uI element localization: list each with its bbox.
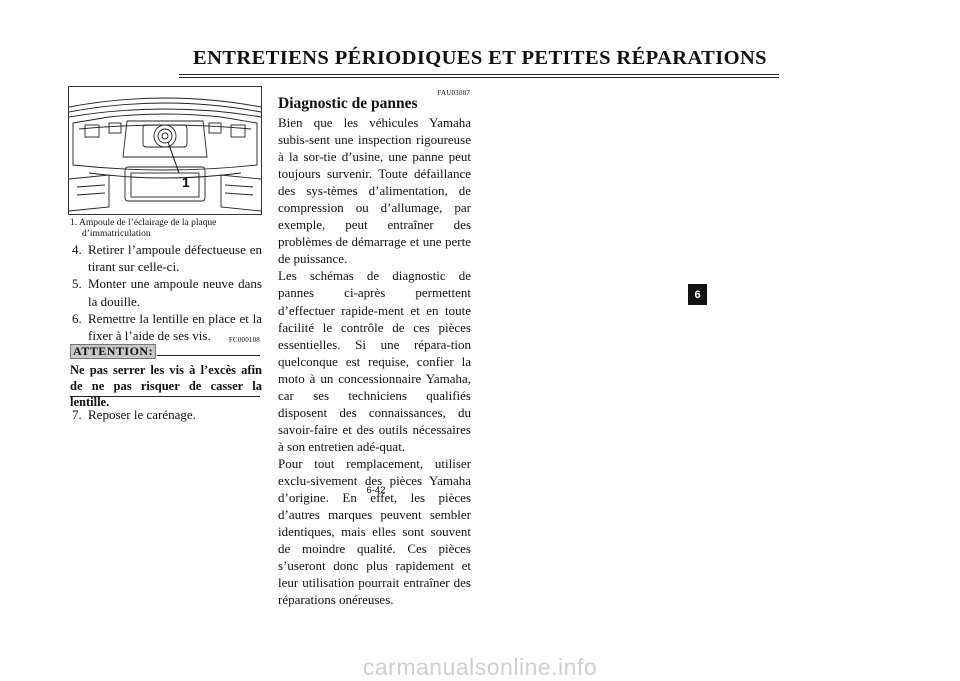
rear-fender-drawing: 1 (69, 97, 261, 212)
step-number: 7. (72, 407, 82, 422)
watermark: carmanualsonline.info (362, 654, 598, 680)
paragraph: Bien que les véhicules Yamaha subis-sent… (278, 115, 471, 267)
step-item: 6. Remettre la lentille en place et la f… (72, 310, 262, 344)
caution-rule (157, 355, 260, 356)
caution-bottom-rule (70, 396, 260, 397)
caption-line-1: 1. Ampoule de l’éclairage de la plaque (70, 218, 217, 228)
section-title: Diagnostic de pannes (278, 95, 418, 112)
figure-caption: 1. Ampoule de l’éclairage de la plaque d… (70, 218, 265, 240)
step-text: Reposer le carénage. (88, 407, 196, 422)
page-header-title: ENTRETIENS PÉRIODIQUES ET PETITES RÉPARA… (193, 47, 767, 69)
callout-number: 1 (182, 174, 190, 190)
step-number: 5. (72, 276, 82, 292)
caution-label: ATTENTION: (70, 344, 156, 359)
section-body: Bien que les véhicules Yamaha subis-sent… (278, 114, 471, 608)
step-text: Monter une ampoule neuve dans la douille… (88, 276, 262, 309)
step-item: 4. Retirer l’ampoule défectueuse en tira… (72, 241, 262, 275)
step-number: 6. (72, 310, 82, 326)
chapter-tab: 6 (688, 284, 707, 305)
paragraph: Les schémas de diagnostic de pannes ci-a… (278, 268, 471, 454)
header-rule (179, 74, 779, 75)
step-number: 4. (72, 242, 82, 257)
caution-text: Ne pas serrer les vis à l’excès afin de … (70, 363, 262, 409)
caption-line-2: d’immatriculation (82, 229, 151, 239)
section-code: FAU03087 (437, 89, 470, 97)
step-text: Remettre la lentille en place et la fixe… (88, 310, 262, 344)
steps-list: 4. Retirer l’ampoule défectueuse en tira… (72, 241, 262, 344)
page-number: 6-42 (366, 485, 386, 496)
paragraph: Pour tout remplacement, utiliser exclu-s… (278, 455, 471, 608)
caution-code: FC000108 (228, 336, 260, 344)
step-item: 5. Monter une ampoule neuve dans la doui… (72, 275, 262, 309)
license-plate-light-illustration: 1 (68, 86, 262, 215)
step-item: 7. Reposer le carénage. (72, 406, 262, 423)
step-text: Retirer l’ampoule défectueuse en tirant … (88, 242, 262, 275)
header-rule-thin (179, 77, 779, 78)
